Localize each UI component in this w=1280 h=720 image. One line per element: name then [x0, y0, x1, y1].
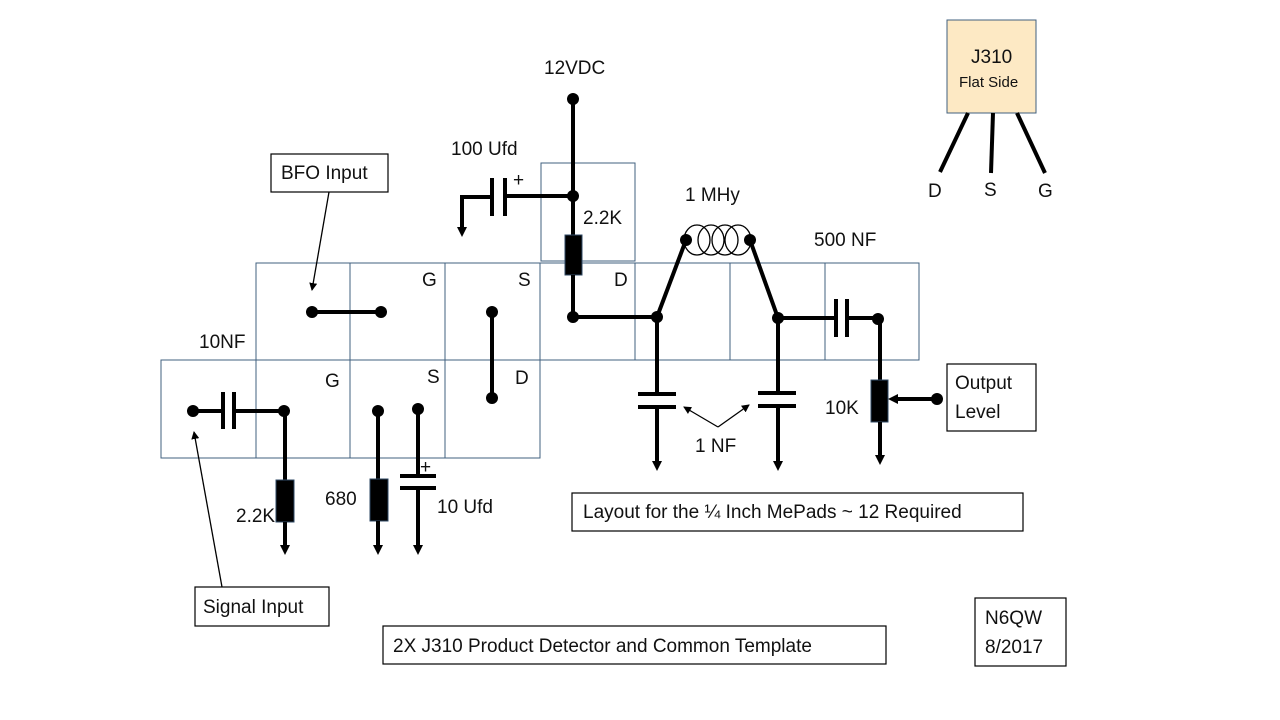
signal-input-callout: Signal Input [191, 431, 330, 627]
mepad [634, 262, 731, 361]
author-box: N6QW 8/2017 [974, 597, 1067, 667]
author-callsign: N6QW [985, 608, 1042, 629]
source-resistor-label: 680 [325, 489, 357, 510]
pad-label-drain: D [515, 368, 529, 389]
polarity-plus-label: + [420, 457, 431, 478]
pad-label-drain: D [614, 270, 628, 291]
pi-capacitor-right [758, 318, 796, 471]
input-capacitor-label: 10NF [199, 332, 245, 353]
j310-pin-label: S [984, 180, 997, 201]
gate-dot [375, 306, 387, 318]
j310-package [946, 19, 1037, 114]
inductor-label: 1 MHy [685, 185, 740, 206]
inductor-coil [683, 224, 752, 256]
bypass-capacitor [457, 178, 573, 237]
source-bypass-capacitor [400, 409, 436, 555]
output-level-callout: Output Level [946, 363, 1037, 432]
signal-input-label: Signal Input [203, 597, 304, 618]
pad-label-gate: G [325, 371, 340, 392]
bfo-input-dot [306, 306, 318, 318]
pad-label-source: S [427, 367, 440, 388]
output-level-label-line1: Output [955, 373, 1013, 394]
layout-note-text: Layout for the ¼ Inch MePads ~ 12 Requir… [583, 502, 962, 523]
j310-flat-side-label: Flat Side [959, 74, 1018, 91]
j310-part-number: J310 [971, 47, 1012, 68]
title-box: 2X J310 Product Detector and Common Temp… [382, 625, 887, 665]
author-date: 8/2017 [985, 637, 1043, 658]
inductor-lead [748, 239, 780, 319]
source-resistor [369, 478, 389, 522]
bfo-input-label: BFO Input [281, 163, 368, 184]
bypass-capacitor-label: 100 Ufd [451, 139, 518, 160]
j310-pin-label: D [928, 181, 942, 202]
input-capacitor [193, 392, 284, 429]
j310-pin-lead [1015, 112, 1047, 174]
output-capacitor-label: 500 NF [814, 230, 876, 251]
gate-resistor-label: 2.2K [236, 506, 275, 527]
pad-label-gate: G [422, 270, 437, 291]
output-capacitor [778, 299, 878, 337]
drain-resistor-label: 2.2K [583, 208, 622, 229]
layout-note-box: Layout for the ¼ Inch MePads ~ 12 Requir… [571, 492, 1024, 532]
pad-label-source: S [518, 270, 531, 291]
source-bypass-capacitor-label: 10 Ufd [437, 497, 493, 518]
gate-resistor [275, 479, 295, 523]
polarity-plus-label: + [513, 170, 524, 191]
inductor-lead [655, 239, 688, 318]
j310-pin-lead [989, 112, 995, 174]
bfo-input-callout: BFO Input [270, 153, 389, 291]
junction-dot [486, 392, 498, 404]
supply-terminal [567, 93, 579, 105]
diagram-title: 2X J310 Product Detector and Common Temp… [393, 636, 812, 657]
j310-pin-lead [938, 112, 970, 173]
output-level-label-line2: Level [955, 402, 1000, 423]
drain-resistor [564, 234, 583, 276]
pi-capacitor-pointer [683, 404, 750, 428]
potentiometer-label: 10K [825, 398, 859, 419]
mepad-supply [540, 162, 636, 262]
mepad [824, 262, 920, 361]
mepad-grid [160, 162, 920, 459]
pi-capacitor-left [638, 317, 676, 471]
j310-pin-label: G [1038, 181, 1053, 202]
output-level-potentiometer[interactable] [870, 379, 889, 423]
supply-voltage-label: 12VDC [544, 58, 605, 79]
j310-pinout: J310 Flat Side D S G [928, 19, 1053, 202]
output-terminal [931, 393, 943, 405]
pi-capacitor-label: 1 NF [695, 436, 736, 457]
junction-dot [486, 306, 498, 318]
